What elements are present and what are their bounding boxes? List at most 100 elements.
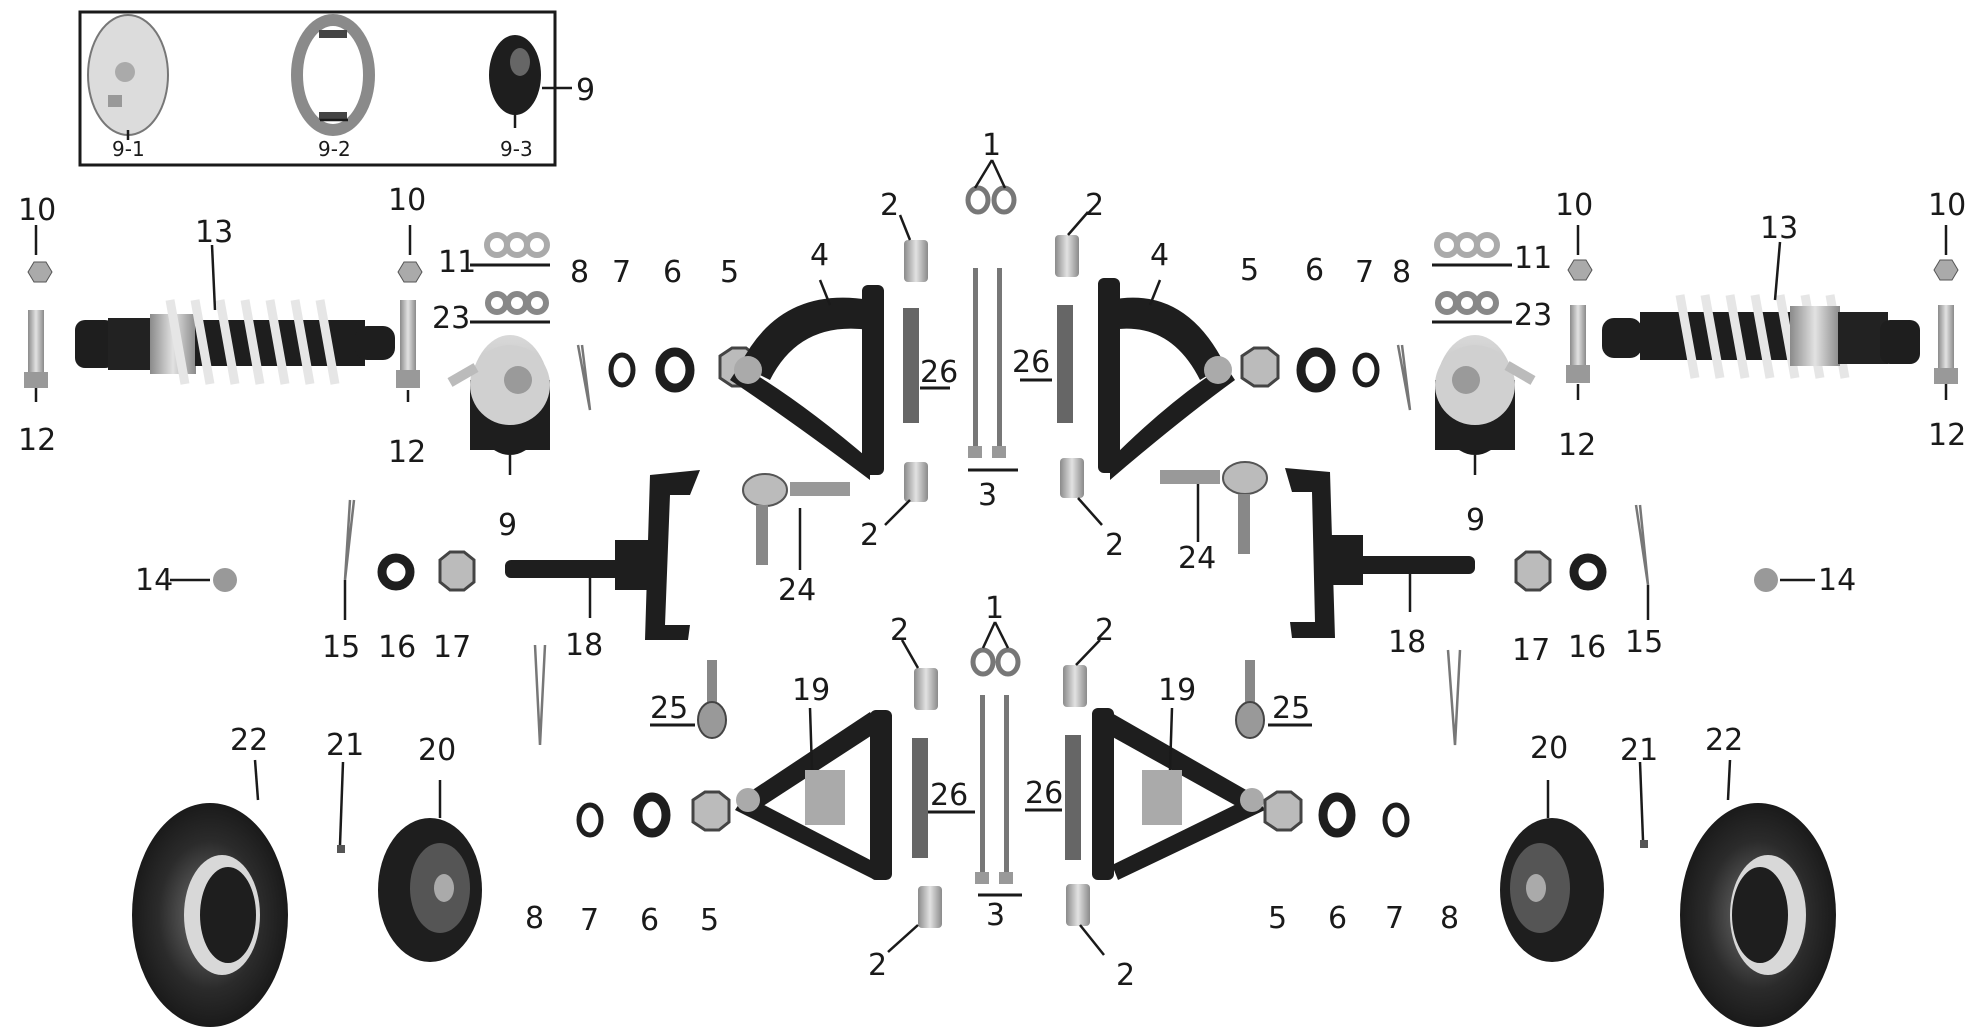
washer-16-left — [377, 553, 415, 591]
callout-4: 4 — [810, 238, 829, 273]
callout-10: 10 — [1928, 188, 1966, 223]
callout-26: 26 — [1025, 776, 1063, 811]
lower-bushings — [912, 665, 1090, 928]
upper-bushings — [903, 235, 1084, 502]
callout-2: 2 — [890, 613, 909, 648]
hub-cap-left — [213, 568, 237, 592]
callout-21: 21 — [1620, 733, 1658, 768]
brake-drum-left — [447, 335, 550, 475]
callout-5: 5 — [700, 903, 719, 938]
callout-2: 2 — [1095, 613, 1114, 648]
callout-7: 7 — [580, 903, 599, 938]
callout-10: 10 — [388, 183, 426, 218]
bolt-left-outer — [24, 261, 53, 402]
tire-left — [132, 803, 288, 1027]
callout-4: 4 — [1150, 238, 1169, 273]
callout-19: 19 — [792, 673, 830, 708]
callout-26: 26 — [930, 778, 968, 813]
brake-drum-right — [1435, 335, 1536, 475]
callout-11: 11 — [1514, 241, 1552, 276]
callout-20: 20 — [418, 733, 456, 768]
cotter-pin-15-right — [1634, 504, 1650, 586]
upper-a-arm-left — [730, 285, 884, 480]
callout-1: 1 — [982, 128, 1001, 163]
callout-8: 8 — [570, 255, 589, 290]
callout-9: 9 — [498, 508, 517, 543]
inset-label-9-2: 9-2 — [318, 137, 351, 161]
cotter-pin-15-left — [343, 499, 356, 581]
callout-26: 26 — [920, 355, 958, 390]
callout-14: 14 — [135, 563, 173, 598]
brake-drum-hub — [489, 35, 572, 128]
callout-2: 2 — [1116, 958, 1135, 993]
callout-3: 3 — [986, 898, 1005, 933]
callout-15: 15 — [1625, 625, 1663, 660]
callout-6: 6 — [1305, 253, 1324, 288]
leader-lines — [34, 159, 1948, 956]
callout-19: 19 — [1158, 673, 1196, 708]
callout-5: 5 — [720, 255, 739, 290]
valve-stem-left — [337, 845, 345, 853]
callout-15: 15 — [322, 630, 360, 665]
bolt-left-inner — [396, 261, 423, 402]
callout-12: 12 — [388, 435, 426, 470]
callout-labels: 1 1 2 2 2 2 2 2 2 2 3 3 4 4 5 5 5 5 6 6 … — [18, 128, 1966, 993]
cotter-pin-upper-right — [1396, 344, 1412, 411]
nut-set-23-left — [485, 291, 549, 315]
callout-5: 5 — [1268, 901, 1287, 936]
callout-14: 14 — [1818, 563, 1856, 598]
steering-knuckle-left — [505, 470, 700, 640]
upper-hardware-right — [1240, 346, 1380, 393]
callout-5: 5 — [1240, 253, 1259, 288]
wheel-rim-right — [1500, 818, 1604, 962]
callout-9: 9 — [1466, 503, 1485, 538]
callout-24: 24 — [778, 573, 816, 608]
inset-callout-9: 9 — [576, 73, 595, 108]
callout-2: 2 — [1105, 528, 1124, 563]
ball-joint-left — [697, 660, 727, 739]
callout-2: 2 — [880, 188, 899, 223]
brake-backing-plate — [87, 14, 169, 140]
callout-1: 1 — [985, 591, 1004, 626]
callout-7: 7 — [612, 255, 631, 290]
callout-8: 8 — [1440, 901, 1459, 936]
callout-17: 17 — [1512, 633, 1550, 668]
steering-knuckle-right — [1285, 468, 1475, 638]
hub-cap-right — [1754, 568, 1778, 592]
callout-23: 23 — [1514, 298, 1552, 333]
callout-12: 12 — [18, 423, 56, 458]
wheel-rim-left — [378, 818, 482, 962]
callout-16: 16 — [1568, 630, 1606, 665]
inset-label-9-1: 9-1 — [112, 137, 145, 161]
callout-25: 25 — [650, 691, 688, 726]
callout-17: 17 — [433, 630, 471, 665]
callout-18: 18 — [1388, 625, 1426, 660]
callout-13: 13 — [1760, 211, 1798, 246]
lower-a-arm-left — [735, 710, 892, 880]
callout-12: 12 — [1558, 428, 1596, 463]
nut-set-23-right — [1435, 291, 1499, 315]
callout-2: 2 — [860, 518, 879, 553]
washer-set-11-right — [1434, 232, 1500, 258]
lower-a-arm-right — [1092, 708, 1265, 880]
callout-6: 6 — [663, 255, 682, 290]
brake-shoes — [291, 14, 375, 136]
shock-absorber-right — [1602, 294, 1920, 379]
callout-18: 18 — [565, 628, 603, 663]
upper-pivot-bolts — [965, 185, 1017, 458]
callout-7: 7 — [1385, 901, 1404, 936]
callout-6: 6 — [1328, 901, 1347, 936]
callout-6: 6 — [640, 903, 659, 938]
callout-24: 24 — [1178, 541, 1216, 576]
callout-8: 8 — [525, 901, 544, 936]
bolt-right-inner — [1566, 259, 1593, 400]
callout-22: 22 — [1705, 723, 1743, 758]
ball-joint-right — [1235, 660, 1265, 739]
callout-7: 7 — [1355, 255, 1374, 290]
tire-right — [1680, 803, 1836, 1027]
callout-2: 2 — [868, 948, 887, 983]
callout-13: 13 — [195, 215, 233, 250]
upper-a-arm-right — [1098, 278, 1235, 480]
cotter-pin-upper-left — [576, 344, 592, 411]
